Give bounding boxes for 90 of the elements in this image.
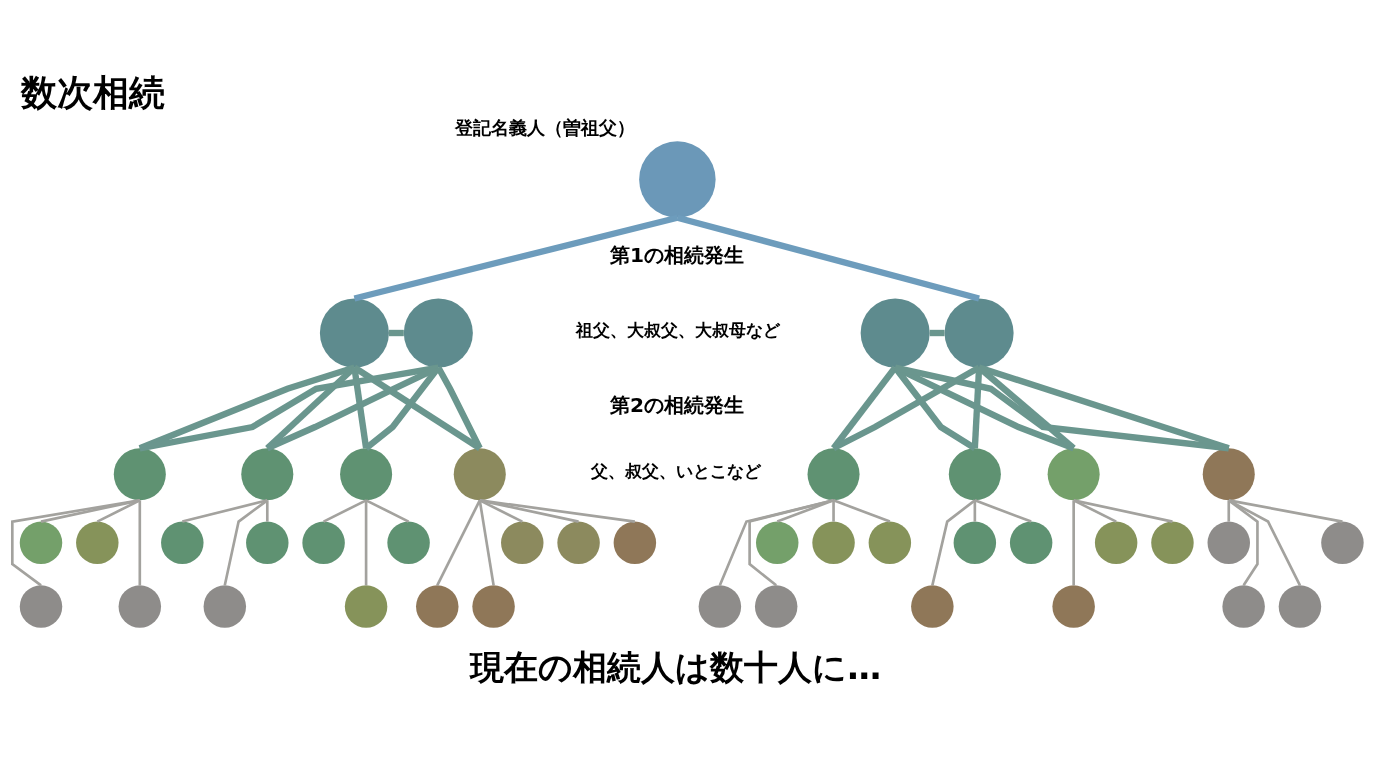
- node-person: [613, 521, 657, 565]
- connector: [748, 499, 834, 587]
- node-person: [1207, 521, 1250, 565]
- connector: [265, 500, 269, 522]
- node-person: [387, 521, 430, 565]
- node-person: [754, 585, 798, 628]
- connector: [978, 364, 1230, 452]
- node-person: [453, 448, 506, 501]
- node-person: [639, 141, 716, 218]
- connector: [365, 499, 410, 523]
- connector: [1072, 500, 1075, 586]
- connector: [1228, 499, 1302, 586]
- connector: [435, 366, 483, 450]
- connector: [436, 499, 481, 586]
- node-person: [953, 521, 997, 565]
- connector: [364, 500, 368, 586]
- node-person: [19, 585, 63, 628]
- connector: [479, 499, 579, 523]
- connector: [388, 329, 404, 337]
- connector: [974, 499, 1032, 523]
- label: 第1の相続発生: [609, 243, 744, 268]
- node-person: [472, 585, 515, 628]
- node-person: [118, 585, 162, 628]
- connector: [1073, 499, 1173, 523]
- diagram-title: 数次相続: [20, 71, 165, 115]
- connector: [223, 499, 269, 586]
- node-person: [161, 521, 204, 565]
- node-person: [948, 448, 1001, 501]
- node-person: [1278, 585, 1322, 628]
- label: 父、叔父、いとこなど: [591, 461, 762, 482]
- node-person: [302, 521, 345, 565]
- connector: [478, 500, 495, 586]
- node-person: [76, 521, 119, 565]
- node-person: [1052, 585, 1095, 628]
- node-person: [868, 521, 912, 565]
- connector: [352, 364, 482, 451]
- node-label: 登記名義人（曽祖父）: [455, 117, 636, 139]
- connector: [1228, 499, 1343, 523]
- connector: [776, 499, 834, 523]
- node-person: [416, 585, 459, 628]
- node-person: [403, 298, 473, 368]
- node-person: [944, 298, 1014, 368]
- connector: [833, 499, 891, 523]
- connector: [1227, 500, 1231, 522]
- connector: [718, 499, 834, 586]
- node-person: [241, 448, 294, 501]
- node-person: [203, 585, 247, 628]
- node-person: [557, 521, 600, 565]
- node-person: [113, 448, 166, 501]
- node-person: [344, 585, 388, 628]
- connector: [479, 499, 523, 523]
- connector: [832, 500, 835, 522]
- node-person: [698, 585, 742, 628]
- node-person: [501, 521, 544, 565]
- node-person: [246, 521, 289, 565]
- node-person: [340, 448, 393, 501]
- connector: [40, 499, 141, 523]
- node-person: [812, 521, 855, 565]
- connector: [676, 214, 980, 302]
- node-person: [756, 521, 799, 565]
- connector: [181, 499, 268, 523]
- node-person: [807, 448, 860, 501]
- node-person: [911, 585, 954, 628]
- label: 第2の相続発生: [609, 392, 744, 417]
- node-person: [1094, 521, 1138, 565]
- node-person: [19, 521, 63, 565]
- connector: [11, 499, 141, 587]
- node-person: [1321, 521, 1364, 565]
- node-person: [1151, 521, 1194, 565]
- connector: [479, 499, 636, 523]
- node-person: [860, 298, 930, 368]
- node-person: [319, 298, 389, 368]
- connector: [96, 499, 141, 523]
- node-person: [1009, 521, 1053, 565]
- connector: [138, 500, 142, 586]
- connector: [931, 499, 976, 586]
- node-person: [1047, 448, 1100, 501]
- node-person: [1222, 585, 1265, 628]
- connector: [832, 364, 981, 452]
- connector: [1227, 499, 1259, 587]
- caption: 現在の相続人は数十人に…: [470, 647, 882, 688]
- connector: [323, 499, 367, 523]
- label: 祖父、大叔父、大叔母など: [575, 319, 780, 340]
- connector: [894, 364, 1230, 452]
- connector: [929, 329, 945, 337]
- connector: [973, 500, 977, 522]
- connector: [139, 364, 439, 452]
- connector: [1073, 499, 1117, 523]
- node-person: [1202, 448, 1255, 501]
- connector: [353, 214, 679, 302]
